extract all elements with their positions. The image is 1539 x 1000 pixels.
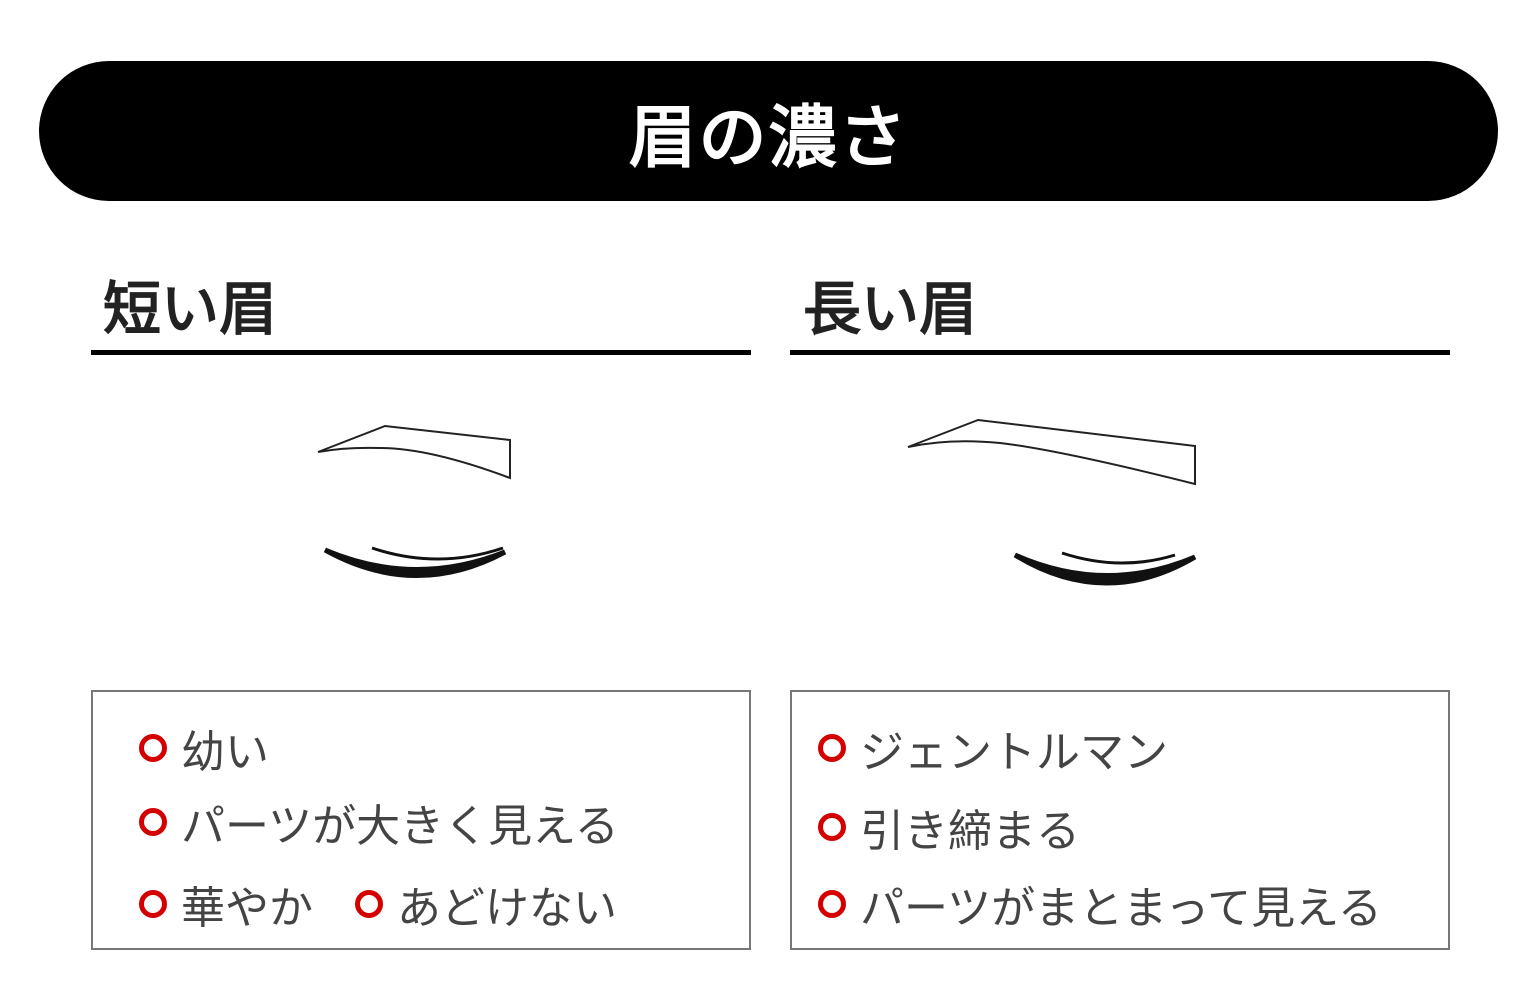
bullet-ring-icon (818, 813, 846, 841)
divider (790, 350, 1450, 355)
title-banner: 眉の濃さ (39, 61, 1498, 201)
divider (91, 350, 751, 355)
bullet-ring-icon (818, 734, 846, 762)
list-item: あどけない (355, 872, 617, 936)
page-title: 眉の濃さ (628, 98, 909, 178)
bullet-ring-icon (355, 890, 383, 918)
list-item: 引き締まる (818, 795, 1080, 859)
list-item: 幼い (139, 716, 269, 780)
short-eye-illustration (323, 546, 507, 578)
short-eyebrow-illustration (317, 424, 511, 480)
short-brow-heading: 短い眉 (103, 275, 278, 343)
list-item: パーツが大きく見える (139, 790, 619, 854)
bullet-ring-icon (139, 808, 167, 836)
long-eyebrow-illustration (907, 418, 1196, 486)
list-item: 華やか (139, 872, 313, 936)
bullet-ring-icon (139, 890, 167, 918)
bullet-ring-icon (818, 890, 846, 918)
bullet-ring-icon (139, 734, 167, 762)
short-brow-traits-box (91, 690, 751, 950)
list-item: パーツがまとまって見える (818, 872, 1382, 936)
long-eye-illustration (1013, 551, 1197, 586)
list-item: ジェントルマン (818, 716, 1168, 780)
long-brow-traits-box (790, 690, 1450, 950)
long-brow-heading: 長い眉 (803, 275, 978, 343)
